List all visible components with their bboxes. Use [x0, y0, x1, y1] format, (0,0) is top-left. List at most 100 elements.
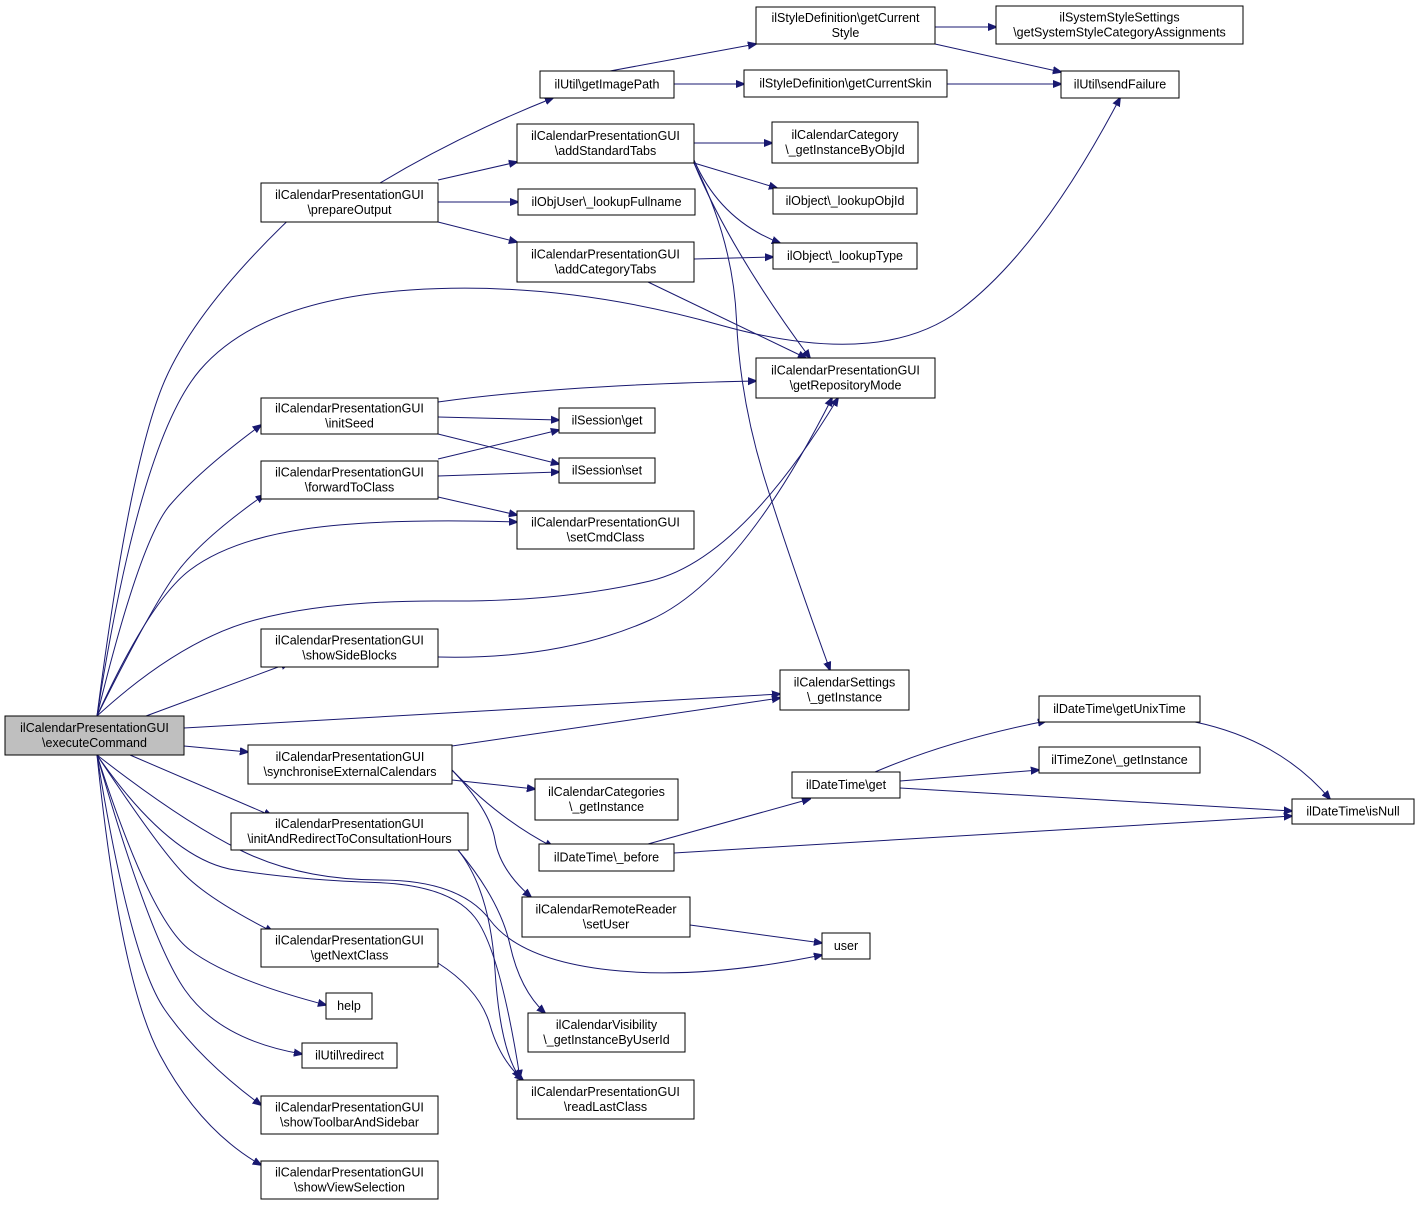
node-isNull[interactable]: ilDateTime\isNull — [1291, 798, 1415, 825]
node-unixTime[interactable]: ilDateTime\getUnixTime — [1038, 695, 1201, 723]
node-lookupFullname[interactable]: ilObjUser\_lookupFullname — [517, 188, 696, 216]
edge-root-to-showView — [96, 754, 261, 1165]
edge-line — [457, 849, 545, 1013]
node-label-line: ilObject\_lookupObjId — [786, 194, 905, 208]
node-sessionGet[interactable]: ilSession\get — [558, 407, 656, 434]
node-addStandardTabs[interactable]: ilCalendarPresentationGUI\addStandardTab… — [516, 123, 695, 164]
node-systemStyle[interactable]: ilSystemStyleSettings\getSystemStyleCate… — [995, 5, 1244, 45]
node-box — [1291, 798, 1415, 825]
node-box — [260, 182, 439, 223]
node-visibility[interactable]: ilCalendarVisibility\_getInstanceByUserI… — [527, 1012, 686, 1053]
edge-syncExt-to-catGetInstance — [451, 779, 535, 789]
node-catByObjId[interactable]: ilCalendarCategory\_getInstanceByObjId — [771, 121, 919, 164]
node-label-line: \addCategoryTabs — [555, 263, 656, 277]
edge-line — [451, 769, 553, 847]
node-sessionSet[interactable]: ilSession\set — [558, 457, 656, 484]
node-box — [260, 460, 439, 500]
node-setCmdClass[interactable]: ilCalendarPresentationGUI\setCmdClass — [516, 510, 695, 550]
edge-root-to-help — [96, 754, 326, 1005]
node-showView[interactable]: ilCalendarPresentationGUI\showViewSelect… — [260, 1160, 439, 1200]
node-showSideBlocks[interactable]: ilCalendarPresentationGUI\showSideBlocks — [260, 628, 439, 668]
node-lookupObjId[interactable]: ilObject\_lookupObjId — [772, 187, 918, 215]
edge-line — [96, 754, 822, 974]
node-label-line: ilCalendarPresentationGUI — [276, 750, 425, 764]
node-box — [995, 5, 1244, 45]
edge-root-to-initRedirect — [129, 754, 272, 816]
edge-line — [693, 162, 830, 670]
edge-getImagePath-to-getCurrentStyle — [609, 44, 756, 72]
node-redirect[interactable]: ilUtil\redirect — [301, 1042, 398, 1069]
node-label-line: \_getInstance — [807, 691, 882, 705]
node-tzInstance[interactable]: ilTimeZone\_getInstance — [1038, 746, 1201, 774]
node-getRepoMode[interactable]: ilCalendarPresentationGUI\getRepositoryM… — [755, 357, 936, 399]
node-label-line: ilDateTime\isNull — [1306, 805, 1399, 819]
node-syncExt[interactable]: ilCalendarPresentationGUI\synchroniseExt… — [247, 744, 453, 785]
edge-line — [609, 44, 756, 72]
node-box — [4, 715, 185, 756]
node-getImagePath[interactable]: ilUtil\getImagePath — [539, 70, 675, 99]
node-addCategoryTabs[interactable]: ilCalendarPresentationGUI\addCategoryTab… — [516, 241, 695, 283]
edge-line — [145, 663, 289, 717]
node-readLastClass[interactable]: ilCalendarPresentationGUI\readLastClass — [516, 1079, 695, 1120]
node-dtGet[interactable]: ilDateTime\get — [791, 771, 901, 799]
edge-line — [96, 754, 520, 1078]
edge-prepareOutput-to-addStandardTabs — [437, 162, 517, 181]
edge-initSeed-to-sessionGet — [437, 417, 559, 420]
edge-line — [379, 98, 553, 184]
node-prepareOutput[interactable]: ilCalendarPresentationGUI\prepareOutput — [260, 182, 439, 223]
node-showToolbar[interactable]: ilCalendarPresentationGUI\showToolbarAnd… — [260, 1095, 439, 1135]
edge-getCurrentStyle-to-sendFailure — [934, 43, 1061, 72]
edge-line — [457, 849, 520, 1078]
node-label-line: \showToolbarAndSidebar — [280, 1116, 419, 1130]
edge-root-to-setCmdClass — [96, 521, 517, 717]
node-label-line: \executeCommand — [42, 736, 147, 750]
node-getCurrentSkin[interactable]: ilStyleDefinition\getCurrentSkin — [743, 69, 948, 98]
node-initSeed[interactable]: ilCalendarPresentationGUI\initSeed — [260, 397, 439, 435]
node-label-line: ilUtil\sendFailure — [1074, 78, 1166, 92]
node-box — [791, 771, 901, 799]
node-sendFailure[interactable]: ilUtil\sendFailure — [1060, 70, 1180, 99]
edge-showSideBlocks-to-getRepoMode — [437, 398, 832, 658]
edge-line — [437, 162, 517, 181]
edge-line — [96, 398, 838, 717]
edge-line — [451, 698, 780, 747]
node-box — [516, 123, 695, 164]
node-dtBefore[interactable]: ilDateTime\_before — [538, 843, 675, 872]
node-label-line: ilCalendarPresentationGUI — [275, 817, 424, 831]
edge-line — [96, 495, 264, 717]
edge-syncExt-to-remoteSetUser — [451, 769, 531, 897]
node-box — [517, 188, 696, 216]
node-settingsInstance[interactable]: ilCalendarSettings\_getInstance — [779, 669, 910, 711]
node-remoteSetUser[interactable]: ilCalendarRemoteReader\setUser — [521, 896, 691, 938]
edge-line — [183, 745, 248, 752]
edge-dtBefore-to-isNull — [673, 816, 1292, 854]
edge-getNextClass-to-readLastClass — [437, 962, 523, 1080]
edge-line — [96, 197, 313, 717]
node-catGetInstance[interactable]: ilCalendarCategories\_getInstance — [534, 778, 679, 821]
edge-root-to-showSideBlocks — [145, 663, 289, 717]
node-initRedirect[interactable]: ilCalendarPresentationGUI\initAndRedirec… — [230, 812, 469, 851]
node-box — [1038, 746, 1201, 774]
node-forwardToClass[interactable]: ilCalendarPresentationGUI\forwardToClass — [260, 460, 439, 500]
edge-line — [451, 769, 531, 897]
node-label-line: ilCalendarVisibility — [556, 1018, 658, 1032]
edge-line — [899, 770, 1039, 782]
node-lookupType[interactable]: ilObject\_lookupType — [772, 242, 918, 270]
node-box — [260, 1095, 439, 1135]
edge-remoteSetUser-to-user — [689, 924, 822, 943]
node-label-line: ilCalendarPresentationGUI — [531, 248, 680, 262]
edge-line — [1194, 721, 1330, 799]
edge-addStandardTabs-to-settingsInstance — [693, 162, 830, 670]
node-getNextClass[interactable]: ilCalendarPresentationGUI\getNextClass — [260, 928, 439, 968]
node-root[interactable]: ilCalendarPresentationGUI\executeCommand — [4, 715, 185, 756]
node-help[interactable]: help — [325, 992, 373, 1020]
edge-line — [693, 162, 810, 358]
edge-initRedirect-to-visibility — [457, 849, 545, 1013]
node-box — [772, 242, 918, 270]
node-user[interactable]: user — [821, 932, 871, 960]
edge-forwardToClass-to-sessionGet — [437, 430, 559, 460]
node-box — [521, 896, 691, 938]
node-box — [743, 69, 948, 98]
edge-addCategoryTabs-to-lookupType — [693, 257, 773, 259]
